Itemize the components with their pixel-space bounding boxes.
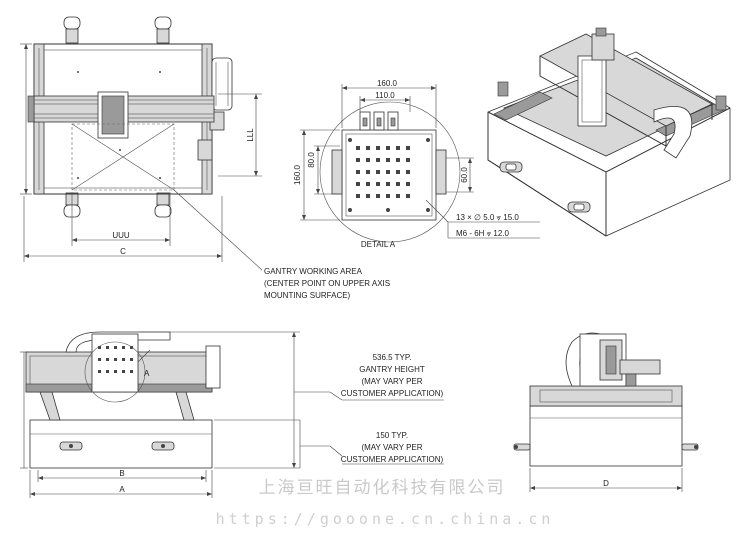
lifting-eye-top-right — [154, 16, 172, 44]
dim-left-vertical — [20, 43, 32, 195]
base-height-line-2: (MAY VARY PER — [361, 443, 422, 452]
detail-plate — [341, 129, 437, 221]
front-view: A B A — [20, 331, 343, 498]
lifting-eye-top-left — [63, 16, 81, 44]
gantry-height-note: 536.5 TYP. GANTRY HEIGHT (MAY VARY PER C… — [341, 353, 444, 401]
base-height-line-1: 150 TYP. — [376, 431, 408, 440]
hole-spec-1: 13 × ∅ 5.0 ⩔ 15.0 — [456, 213, 519, 222]
front-carriage — [91, 333, 139, 393]
gantry-height-line-3: (MAY VARY PER — [361, 377, 422, 386]
front-handle-right — [151, 441, 175, 451]
gantry-height-line-2: GANTRY HEIGHT — [359, 365, 425, 374]
dim-80-label: 80.0 — [307, 152, 316, 168]
dim-a-label: A — [119, 485, 125, 494]
front-marker-a: A — [144, 369, 150, 378]
dim-uuu: UUU — [71, 192, 171, 246]
dim-lll: LLL — [218, 93, 262, 177]
gantry-height-line-4: CUSTOMER APPLICATION) — [341, 389, 444, 398]
hole-grid — [348, 138, 430, 212]
dim-160-top-label: 160.0 — [377, 79, 398, 88]
dim-uuu-label: UUU — [112, 231, 130, 240]
gantry-height-line-1: 536.5 TYP. — [373, 353, 412, 362]
dim-110-label: 110.0 — [375, 91, 395, 100]
working-area-note: GANTRY WORKING AREA (CENTER POINT ON UPP… — [264, 267, 390, 300]
dim-c-label: C — [120, 247, 126, 256]
dim-160-left-label: 160.0 — [293, 164, 302, 185]
base-height-line-3: CUSTOMER APPLICATION) — [341, 455, 444, 464]
dim-60: 60.0 — [446, 157, 474, 193]
dim-gantry-height — [140, 331, 343, 469]
iso-handle-right — [567, 201, 591, 213]
working-area-line-2: (CENTER POINT ON UPPER AXIS — [264, 279, 390, 288]
dim-160-top: 160.0 — [341, 79, 437, 128]
top-view: UUU C LLL — [20, 16, 263, 271]
detail-a: 160.0 110.0 160.0 80.0 — [293, 79, 540, 249]
dim-b-label: B — [119, 469, 124, 478]
working-area-leader — [173, 189, 263, 271]
hole-spec-2: M6 - 6H ⩔ 12.0 — [456, 229, 510, 238]
working-area — [71, 123, 175, 191]
detail-circle — [319, 101, 461, 243]
cable-chain — [211, 57, 233, 111]
watermark-url: https://gooone.cn.china.cn — [216, 510, 555, 528]
front-handle-left — [59, 441, 83, 451]
isometric-view — [487, 27, 731, 237]
detail-a-title: DETAIL A — [361, 240, 396, 249]
dim-b: B — [37, 469, 207, 482]
dim-d: D — [529, 468, 683, 492]
lifting-eye-bottom-right — [154, 192, 172, 218]
dim-d-label: D — [603, 479, 609, 488]
base-height-note: 150 TYP. (MAY VARY PER CUSTOMER APPLICAT… — [341, 431, 444, 465]
side-view: D — [513, 332, 699, 492]
dim-c: C — [23, 196, 223, 262]
dim-60-label: 60.0 — [460, 167, 469, 183]
dim-160-left: 160.0 — [293, 129, 340, 221]
dim-lll-label: LLL — [246, 128, 255, 142]
dim-110: 110.0 — [359, 91, 411, 112]
front-base — [29, 419, 213, 469]
watermark-company: 上海亘旺自动化科技有限公司 — [259, 478, 506, 498]
iso-cable-chain — [653, 106, 693, 159]
dim-80: 80.0 — [307, 145, 340, 195]
working-area-line-3: MOUNTING SURFACE) — [264, 291, 351, 300]
dim-a: A — [29, 470, 213, 498]
side-base — [529, 405, 683, 467]
iso-handle-left — [499, 161, 523, 173]
dim-base-height — [214, 419, 343, 468]
working-area-line-1: GANTRY WORKING AREA — [264, 267, 363, 276]
